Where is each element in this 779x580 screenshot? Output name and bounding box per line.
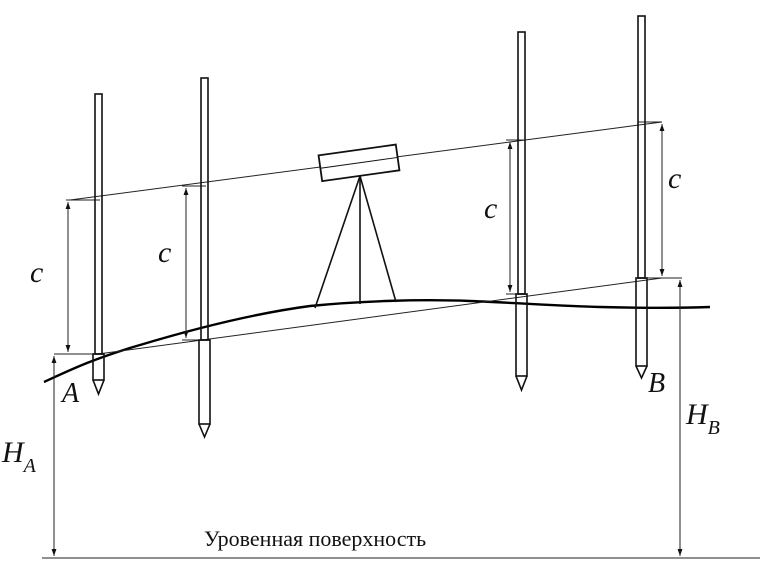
label-c-a: c (30, 256, 43, 289)
label-c-b: c (668, 162, 681, 195)
level-instrument (314, 143, 401, 309)
label-height-b: HB (685, 398, 720, 439)
label-height-a: HA (1, 436, 37, 477)
ground-profile (43, 299, 711, 384)
stave-b (635, 15, 648, 380)
label-point-b: B (648, 368, 665, 399)
label-c-3: c (484, 192, 497, 225)
stave-a (92, 93, 105, 397)
label-level-surface: Уровенная поверхность (204, 526, 426, 551)
sight-line-lower (97, 277, 663, 355)
stave-2 (198, 77, 211, 440)
label-c-2: c (158, 236, 171, 269)
label-point-a: A (60, 378, 80, 409)
stave-3 (515, 31, 528, 393)
